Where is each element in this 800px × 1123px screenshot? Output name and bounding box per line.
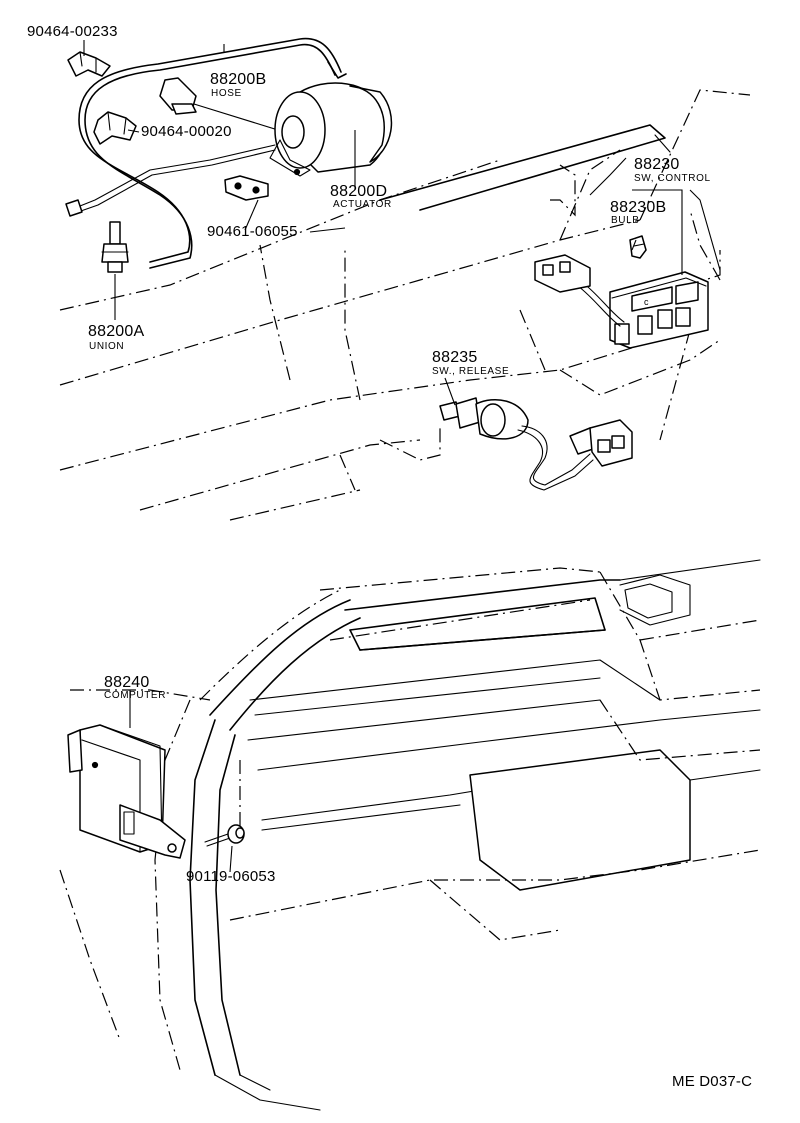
bracket-90461-06055-drawing [224,175,269,201]
computer-88240-drawing [67,724,186,859]
bulb-88230B-drawing [629,235,647,259]
part-desc-88230B: BULB [611,215,640,226]
actuator-88200D-drawing [159,77,393,177]
part-desc-88200A: UNION [89,341,125,352]
part-number-90464-00020: 90464-00020 [141,123,232,140]
part-number-88200B: 88200B [210,71,267,88]
diagram-code: ME D037-C [672,1073,753,1090]
dashboard-bottom [59,559,761,1111]
part-desc-88235: SW., RELEASE [432,366,510,377]
hose-88200B-drawing [78,37,347,269]
part-number-88230B: 88230B [610,199,667,216]
part-number-88235: 88235 [432,349,478,366]
part-number-88200D: 88200D [330,183,388,200]
instrument-panel-top [59,89,751,521]
part-desc-88200B: HOSE [211,88,242,99]
part-desc-88200D: ACTUATOR [333,199,392,210]
leader-lines [83,40,721,873]
part-number-90464-00233: 90464-00233 [27,23,118,40]
control-switch-88230-drawing: c [534,254,709,349]
part-number-90461-06055: 90461-06055 [207,223,298,240]
release-switch-88235-drawing [439,397,633,491]
part-desc-88230: SW, CONTROL [634,173,711,184]
screw-90119-06053-drawing [204,824,245,847]
svg-text:c: c [644,297,649,307]
part-number-88240: 88240 [104,674,150,691]
clip-90464-00233-drawing [67,51,111,77]
clip-90464-00020-drawing [93,111,137,145]
union-88200A-drawing [101,221,129,273]
part-number-88230: 88230 [634,156,680,173]
part-desc-88240: COMPUTER [104,690,167,701]
part-number-90119-06053: 90119-06053 [186,868,276,885]
actuator-wire-drawing [65,144,276,217]
part-number-88200A: 88200A [88,323,145,340]
